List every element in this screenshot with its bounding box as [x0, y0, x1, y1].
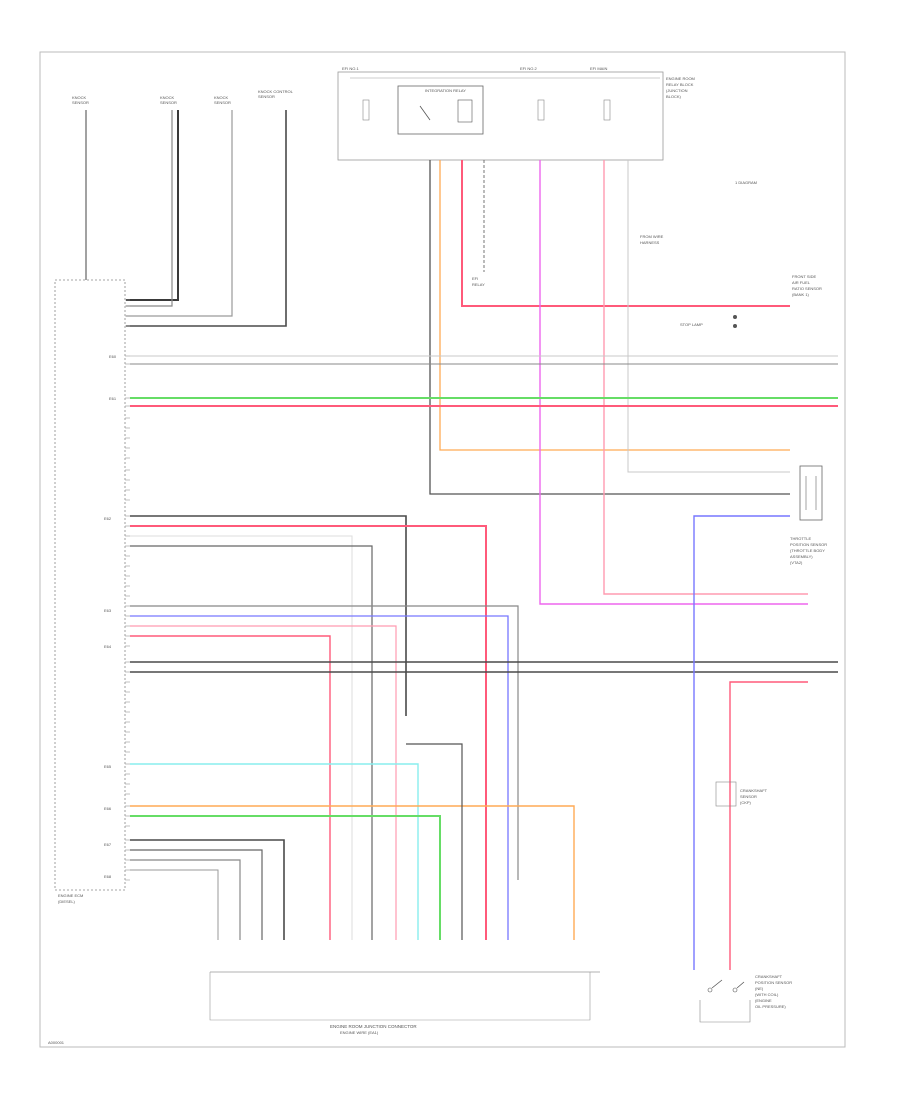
pin-label-2: E61	[109, 396, 117, 401]
relay-desc-4: BLOCK)	[666, 94, 682, 99]
sensor-1-label-2: SENSOR	[72, 100, 89, 105]
relay-note-2: RELAY	[472, 282, 485, 287]
pin-label-1: E60	[109, 354, 117, 359]
right-switch-box	[799, 465, 823, 521]
right-note-top-1: FRONT SIDE	[792, 274, 816, 279]
ecm-module: ENGINE ECM (DIESEL)	[54, 279, 130, 904]
pin-label-3: E62	[104, 516, 112, 521]
relay-label-mid: EFI NO.2	[520, 66, 537, 71]
top-sensors: KNOCK SENSOR KNOCK SENSOR KNOCK SENSOR K…	[72, 89, 294, 327]
sensor-4-label-2: SENSOR	[258, 94, 275, 99]
relay-label-right: EFI MAIN	[590, 66, 607, 71]
right-note-top-2: AIR FUEL	[792, 280, 811, 285]
pin-label-4: E63	[104, 608, 112, 613]
sensor-1-label: KNOCK	[72, 95, 87, 100]
pin-label-8: E67	[104, 842, 112, 847]
right-note-mid-1: THROTTLE	[790, 536, 811, 541]
pin-label-7: E66	[104, 806, 112, 811]
relay-box-frame	[337, 71, 664, 161]
relay-inner-label: INTEGRATION RELAY	[425, 88, 466, 93]
pin-label-6: E65	[104, 764, 112, 769]
relay-desc-2: RELAY BLOCK	[666, 82, 694, 87]
right-note-bottom-4: (WITH COIL)	[755, 992, 779, 997]
bottom-connector: ENGINE ROOM JUNCTION CONNECTOR ENGINE WI…	[209, 971, 600, 1035]
bottom-right-note-2: SENSOR	[740, 794, 757, 799]
relay-box: EFI NO.1 EFI NO.2 EFI MAIN INTEGRATION R…	[337, 66, 695, 161]
bus-lines	[130, 355, 838, 940]
diagram-frame	[39, 51, 846, 1048]
right-note-mid-2: POSITION SENSOR	[790, 542, 827, 547]
relay-note-1: EFI	[472, 276, 478, 281]
legend-note: 1 DIAGRAM	[735, 180, 757, 185]
pin-label-5: E64	[104, 644, 112, 649]
right-note-bottom-1: CRANKSHAFT	[755, 974, 783, 979]
right-note-top-4: (BANK 1)	[792, 292, 810, 297]
relay-desc-1: ENGINE ROOM	[666, 76, 695, 81]
right-note-top-3: RATIO SENSOR	[792, 286, 822, 291]
sensor-4-label: KNOCK CONTROL	[258, 89, 294, 94]
connector-note-2: HARNESS	[640, 240, 660, 245]
right-note-mid-4: ASSEMBLY)	[790, 554, 813, 559]
integration-relay	[397, 85, 484, 135]
right-note-bottom-5: (ENGINE	[755, 998, 772, 1003]
sensor-3-label-2: SENSOR	[214, 100, 231, 105]
sensor-3-label: KNOCK	[214, 95, 229, 100]
ecm-name: ENGINE ECM	[58, 893, 83, 898]
page-id: A000001	[48, 1040, 65, 1045]
right-connectors: FRONT SIDE AIR FUEL RATIO SENSOR (BANK 1…	[680, 274, 827, 1023]
bottom-right-note-3: (CKP)	[740, 800, 752, 805]
bottom-connector-label: ENGINE ROOM JUNCTION CONNECTOR	[330, 1024, 417, 1029]
ecm-name-2: (DIESEL)	[58, 899, 76, 904]
right-note-mid-3: (THROTTLE BODY	[790, 548, 825, 553]
right-note-bottom-2: POSITION SENSOR	[755, 980, 792, 985]
relay-wires	[429, 160, 808, 605]
pin-label-9: E68	[104, 874, 112, 879]
ecm-box	[54, 279, 126, 891]
bottom-right-note-1: CRANKSHAFT	[740, 788, 768, 793]
bottom-connector-sub: ENGINE WIRE (EA1)	[340, 1030, 379, 1035]
relay-label-left: EFI NO.1	[342, 66, 359, 71]
sensor-2-label: KNOCK	[160, 95, 175, 100]
stop-lamp-label: STOP LAMP	[680, 322, 703, 327]
right-note-bottom-3: (NE)	[755, 986, 764, 991]
sensor-2-label-2: SENSOR	[160, 100, 177, 105]
right-note-bottom-6: OIL PRESSURE)	[755, 1004, 786, 1009]
relay-desc-3: (JUNCTION	[666, 88, 688, 93]
connector-note-1: FROM WIRE	[640, 234, 664, 239]
right-note-mid-5: (VTA2)	[790, 560, 803, 565]
